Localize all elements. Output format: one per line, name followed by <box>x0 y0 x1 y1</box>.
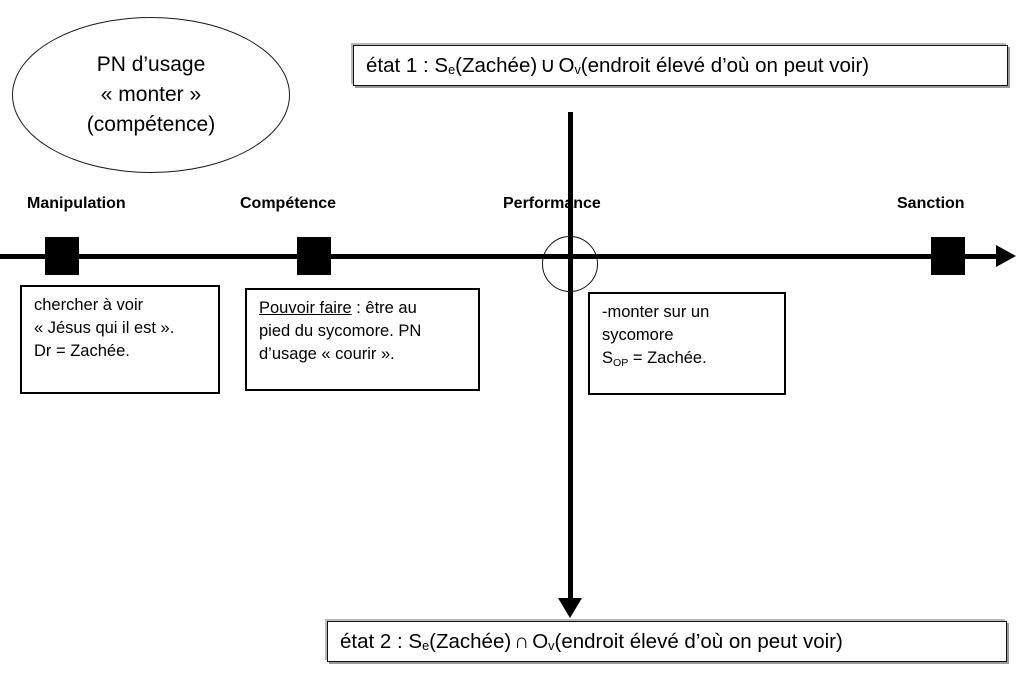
note-manipulation-line-1: chercher à voir <box>34 296 144 314</box>
state-1-subscript-e: e <box>448 62 456 78</box>
state-1-subscript-v: v <box>574 62 581 78</box>
note-performance-line-3-rest: = Zachée. <box>628 349 707 368</box>
pouvoir-faire-underlined: Pouvoir faire <box>259 299 352 317</box>
axis-label-performance: Performance <box>503 195 601 212</box>
ellipse-line-1: PN d’usage <box>96 53 206 77</box>
note-manipulation-line-2: « Jésus qui il est ». <box>34 319 175 338</box>
axis-label-competence: Compétence <box>240 195 337 212</box>
note-performance-line-3: SOP = Zachée. <box>602 347 774 370</box>
note-box-performance: -monter sur un sycomore SOP = Zachée. <box>588 292 786 395</box>
union-operator-icon: ∪ <box>540 54 556 77</box>
note-box-manipulation: chercher à voir « Jésus qui il est ». Dr… <box>20 285 220 394</box>
transformation-arrow-line <box>568 112 573 605</box>
note-competence-line-1-rest: : être au <box>351 299 417 317</box>
state-1-subject: (Zachée) <box>455 53 538 77</box>
state-2-subscript-e: e <box>422 638 430 654</box>
axis-marker-sanction <box>931 237 965 275</box>
note-performance-sop-subscript: OP <box>613 357 629 370</box>
state-1-prefix: état 1 : S <box>366 53 449 77</box>
state-2-subject: (Zachée) <box>429 629 512 653</box>
axis-marker-competence <box>297 237 331 275</box>
state-2-subscript-v: v <box>548 638 555 654</box>
axis-marker-manipulation <box>45 237 79 275</box>
note-performance-line-2: sycomore <box>602 326 674 345</box>
pn-usage-ellipse: PN d’usage « monter » (compétence) <box>12 17 290 173</box>
axis-label-manipulation: Manipulation <box>27 195 126 212</box>
note-competence-line-1: Pouvoir faire : être au <box>259 297 468 320</box>
axis-arrowhead-icon <box>996 245 1016 267</box>
note-box-competence: Pouvoir faire : être au pied du sycomore… <box>245 288 480 391</box>
note-competence-line-3: d’usage « courir ». <box>259 345 395 364</box>
state-2-object: O <box>532 629 549 653</box>
note-performance-sop-prefix: S <box>602 349 614 368</box>
narrative-axis-line <box>0 254 1000 259</box>
note-manipulation-line-3: Dr = Zachée. <box>34 342 130 361</box>
axis-label-sanction: Sanction <box>897 195 965 212</box>
ellipse-line-2: « monter » <box>100 83 202 107</box>
intersection-operator-icon: ∩ <box>514 629 530 653</box>
transformation-arrowhead-icon <box>558 598 582 618</box>
note-competence-line-2: pied du sycomore. PN <box>259 322 422 341</box>
note-performance-line-1: -monter sur un <box>602 303 710 321</box>
state-2-prefix: état 2 : S <box>340 629 423 653</box>
state-1-suffix: (endroit élevé d’où on peut voir) <box>580 53 870 77</box>
state-2-suffix: (endroit élevé d’où on peut voir) <box>554 629 843 653</box>
state-1-object: O <box>558 53 575 77</box>
ellipse-line-3: (compétence) <box>86 112 216 136</box>
